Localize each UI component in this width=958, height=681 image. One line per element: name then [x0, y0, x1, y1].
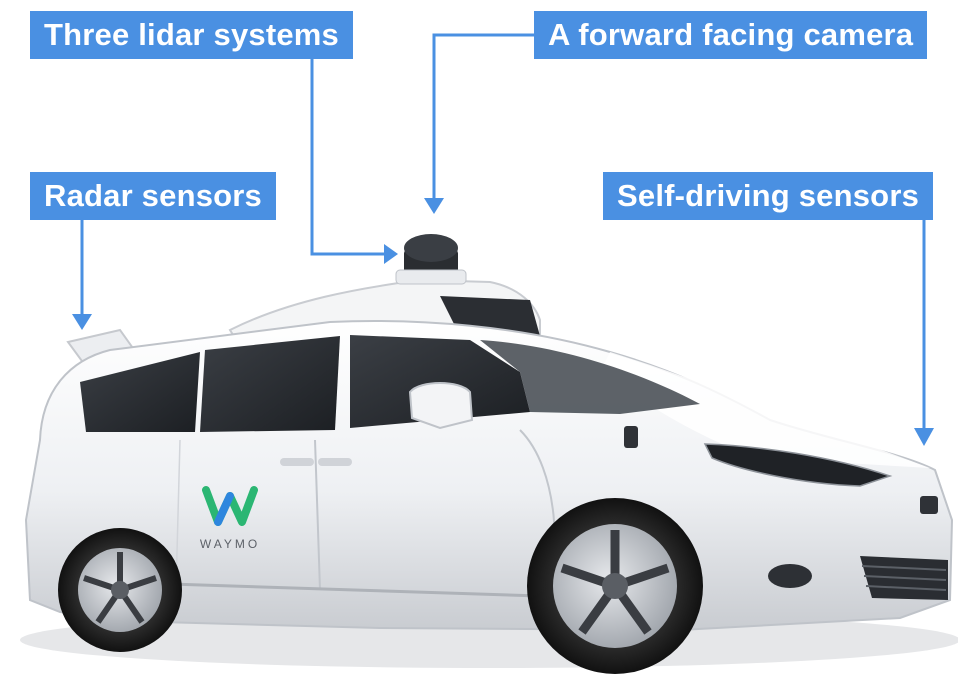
- rear-wheel: [58, 528, 182, 652]
- headlight: [703, 443, 893, 487]
- label-radar-sensors: Radar sensors: [30, 172, 276, 220]
- rear-window: [80, 352, 200, 432]
- arrow-lidar: [310, 58, 388, 256]
- middle-window: [200, 336, 340, 432]
- side-mirror: [408, 382, 474, 430]
- label-forward-facing-camera: A forward facing camera: [534, 11, 928, 59]
- lidar-dome: [395, 234, 467, 285]
- windshield: [480, 340, 700, 414]
- front-door-window: [350, 335, 530, 428]
- front-wheel: [527, 498, 703, 674]
- minivan-body: [24, 234, 954, 632]
- fog-light: [768, 564, 812, 588]
- label-three-lidar-systems: Three lidar systems: [30, 11, 354, 59]
- waymo-logo: WAYMO: [200, 486, 260, 551]
- waymo-wordmark: WAYMO: [200, 537, 260, 551]
- fender-camera: [624, 426, 638, 448]
- arrow-camera: [432, 33, 534, 202]
- label-self-driving-sensors: Self-driving sensors: [603, 172, 934, 220]
